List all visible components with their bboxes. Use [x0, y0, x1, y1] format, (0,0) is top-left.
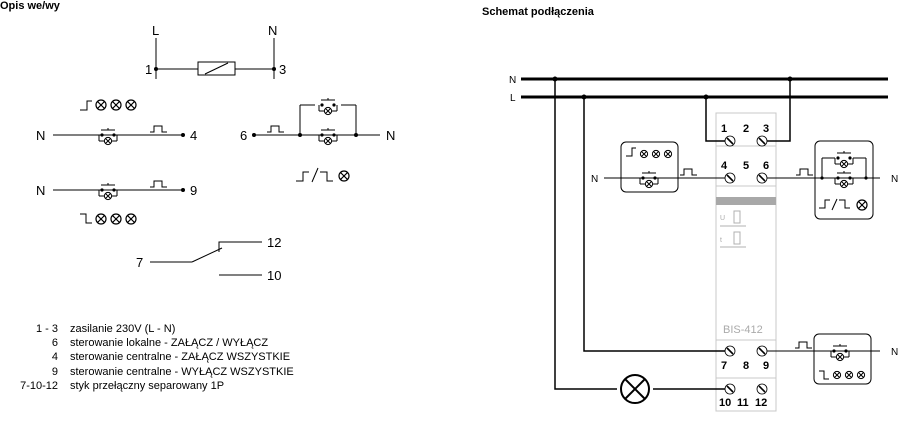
- legend-key: 6: [51, 337, 58, 350]
- terminal-12: 12: [755, 397, 767, 409]
- terminal-2: 2: [743, 123, 749, 135]
- screw-terminal-4: [724, 172, 736, 184]
- pulse-icon: [149, 125, 168, 133]
- legend-text: sterowanie lokalne - ZAŁĄCZ / WYŁĄCZ: [70, 337, 269, 350]
- switch-off-neutral: N: [891, 347, 898, 358]
- screw-terminal-9: [756, 345, 768, 357]
- pulse-icon: [149, 180, 168, 188]
- on-all-symbol: [80, 99, 137, 111]
- legend-key: 7-10-12: [20, 379, 58, 392]
- pulse-icon: [679, 168, 698, 176]
- legend-key: 4: [51, 351, 58, 364]
- left-panel-title: Opis we/wy: [0, 0, 60, 12]
- local-circuit: [254, 104, 380, 136]
- legend-row: 1 - 3 zasilanie 230V (L - N): [0, 322, 294, 336]
- bus-n-label: N: [509, 75, 516, 86]
- device-label-t: t: [720, 237, 722, 244]
- switch-on-neutral: N: [591, 174, 598, 185]
- switch-box-local: [814, 140, 874, 220]
- terminal-1: 1: [721, 123, 727, 135]
- supply-terminal-1: 1: [145, 62, 152, 77]
- screw-terminal-1: [724, 135, 736, 147]
- wiring: [554, 79, 791, 390]
- central-on-terminal: 4: [190, 128, 197, 143]
- terminal-legend: 1 - 3 zasilanie 230V (L - N) 6 sterowanie …: [0, 322, 294, 393]
- switch-box-off-all: [813, 333, 872, 385]
- contact-common: 7: [136, 255, 143, 270]
- terminal-8: 8: [743, 360, 749, 372]
- pulse-icon: [795, 168, 814, 176]
- local-terminal: 6: [240, 128, 247, 143]
- legend-text: sterowanie centralne - ZAŁĄCZ WSZYSTKIE: [70, 351, 291, 364]
- legend-row: 4 sterowanie centralne - ZAŁĄCZ WSZYSTKIE: [0, 350, 294, 364]
- legend-row: 7-10-12 styk przełączny separowany 1P: [0, 379, 294, 393]
- supply-terminal-3: 3: [279, 62, 286, 77]
- legend-key: 1 - 3: [35, 323, 58, 335]
- pulse-icon: [794, 341, 813, 349]
- central-on-pushbutton: [99, 128, 117, 145]
- legend-text: styk przełączny separowany 1P: [70, 379, 225, 392]
- legend-text: sterowanie centralne - WYŁĄCZ WSZYSTKIE: [70, 365, 294, 378]
- central-off-neutral: N: [36, 183, 45, 198]
- device-body: [715, 112, 777, 412]
- device-model: BIS-412: [723, 324, 763, 336]
- screw-terminal-3: [756, 135, 768, 147]
- legend-row: 9 sterowanie centralne - WYŁĄCZ WSZYSTKIE: [0, 365, 294, 379]
- screw-terminal-10: [724, 383, 736, 395]
- legend-key: 9: [51, 365, 58, 378]
- switch-box-on-all: [620, 141, 679, 193]
- bus-lines: [521, 77, 888, 99]
- central-off-terminal: 9: [190, 183, 197, 198]
- supply-neutral-label: N: [268, 23, 277, 38]
- screw-terminal-12: [756, 383, 768, 395]
- central-on-neutral: N: [36, 128, 45, 143]
- contact-nc: 10: [267, 268, 281, 283]
- toggle-symbol: [296, 167, 350, 183]
- load-lamp-icon: [620, 374, 650, 404]
- bus-l-label: L: [510, 93, 516, 104]
- switch-local-neutral: N: [891, 174, 898, 185]
- local-neutral: N: [386, 128, 395, 143]
- terminal-11: 11: [737, 397, 749, 409]
- terminal-9: 9: [763, 360, 769, 372]
- contact-no: 12: [267, 235, 281, 250]
- terminal-6: 6: [763, 160, 769, 172]
- local-pushbutton-1: [319, 98, 337, 115]
- off-all-symbol: [80, 213, 137, 225]
- pulse-icon: [266, 125, 285, 133]
- terminal-7: 7: [721, 360, 727, 372]
- screw-terminal-7: [724, 345, 736, 357]
- local-pushbutton-2: [319, 128, 337, 145]
- screw-terminal-6: [756, 172, 768, 184]
- legend-text: zasilanie 230V (L - N): [70, 323, 176, 335]
- right-panel-title: Schemat podłączenia: [482, 6, 594, 18]
- terminal-3: 3: [763, 123, 769, 135]
- terminal-10: 10: [719, 397, 731, 409]
- legend-row: 6 sterowanie lokalne - ZAŁĄCZ / WYŁĄCZ: [0, 336, 294, 350]
- device-label-u: U: [720, 215, 725, 222]
- terminal-5: 5: [743, 160, 749, 172]
- supply-symbol: [155, 38, 275, 79]
- central-off-pushbutton: [99, 183, 117, 200]
- supply-line-label: L: [152, 23, 159, 38]
- terminal-4: 4: [721, 160, 728, 172]
- changeover-contact: [150, 241, 262, 276]
